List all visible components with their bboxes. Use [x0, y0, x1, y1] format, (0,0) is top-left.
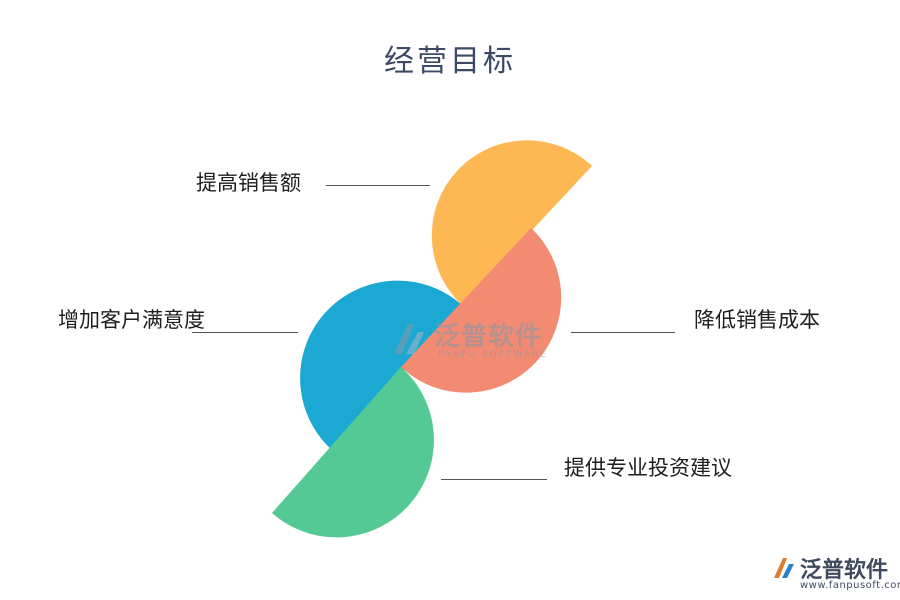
- segment-increase-sales: [431, 140, 592, 305]
- watermark-name: 泛普软件: [434, 322, 543, 352]
- watermark: 泛普软件 FANPU SOFTWARE: [388, 316, 578, 366]
- brand-logo: 泛普软件 www.fanpusoft.com: [770, 552, 900, 596]
- goal-label-reduce-cost: 降低销售成本: [694, 308, 820, 332]
- leader-line-increase-sales: [326, 185, 430, 186]
- segment-reduce-cost: [401, 228, 562, 393]
- leader-line-customer-satisfaction: [192, 332, 298, 333]
- diagram-title: 经营目标: [384, 44, 516, 79]
- goal-label-customer-satisfaction: 增加客户满意度: [58, 308, 205, 332]
- goal-label-increase-sales: 提高销售额: [196, 171, 301, 195]
- watermark-logo-icon: [394, 324, 424, 354]
- segment-customer-satisfaction: [300, 280, 462, 451]
- brand-url: www.fanpusoft.com: [800, 580, 900, 591]
- segment-investment-advice: [272, 367, 434, 538]
- brand-name: 泛普软件: [800, 558, 889, 583]
- watermark-subtitle: FANPU SOFTWARE: [438, 350, 548, 360]
- leader-line-investment-advice: [441, 479, 547, 480]
- leader-line-reduce-cost: [571, 332, 675, 333]
- brand-logo-icon: [774, 558, 794, 578]
- goal-label-investment-advice: 提供专业投资建议: [564, 456, 732, 480]
